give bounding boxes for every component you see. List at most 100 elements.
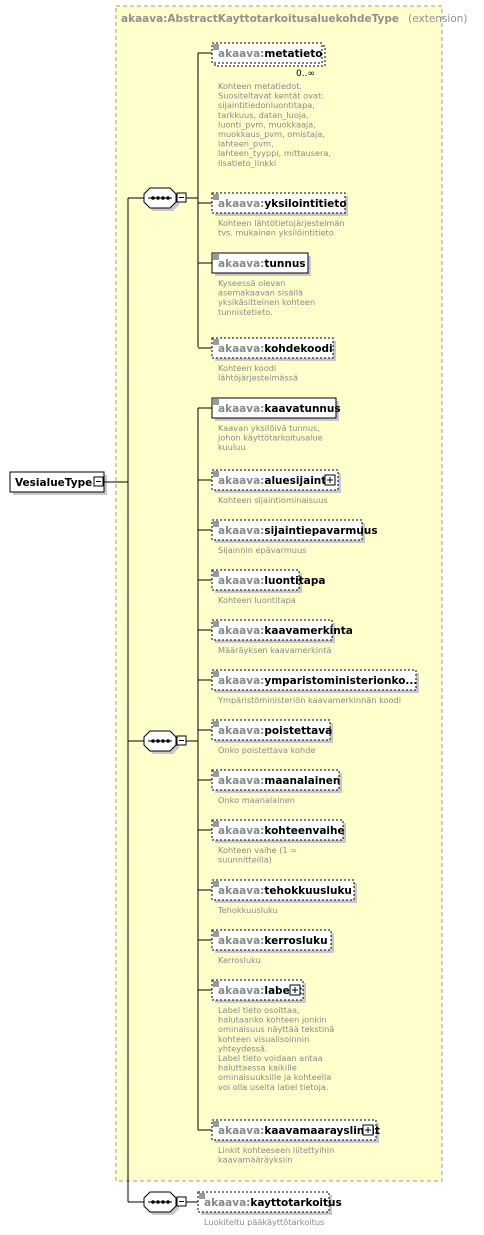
element-box <box>211 879 355 901</box>
element-name: luontitapa <box>264 575 325 587</box>
documentation-text: lähtöjärjestelmässä <box>218 373 298 383</box>
documentation-text: yhteydessä. <box>218 1043 268 1053</box>
documentation-text: Luokiteltu pääkäyttötarkoitus <box>204 1217 324 1227</box>
extension-label: (extension) <box>408 13 467 25</box>
occurrence-label: 0..∞ <box>296 69 315 79</box>
documentation-text: tarkkuus, datan_luoja, <box>218 110 309 120</box>
element-marker-icon <box>213 821 219 827</box>
element-box <box>211 519 363 541</box>
documentation-text: Kyseessä olevan <box>218 278 285 288</box>
element-label: akaava:kayttotarkoitus <box>204 1197 342 1209</box>
expand-icon[interactable] <box>362 1124 374 1136</box>
element-box <box>211 619 333 641</box>
element-label: akaava:ymparistoministerionko... <box>218 675 417 687</box>
element-label: akaava:poistettava <box>218 725 332 737</box>
namespace-prefix: akaava: <box>218 985 264 997</box>
element-marker-icon <box>199 1193 205 1199</box>
documentation-text: Label tieto voidaan antaa <box>218 1053 323 1063</box>
element-marker-icon <box>213 471 219 477</box>
documentation-text: haluttaessa kaikille <box>218 1063 297 1073</box>
documentation-text: ominaisuuksille ja kohteella <box>218 1072 331 1082</box>
element-marker-icon <box>213 339 219 345</box>
element-name: tunnus <box>264 258 305 270</box>
element-box <box>211 1119 377 1141</box>
documentation-text: kaavamääräyksiin <box>218 1155 292 1165</box>
element-label: akaava:kohdekoodi <box>218 343 333 355</box>
element-box <box>211 719 331 741</box>
element-box <box>211 469 339 491</box>
documentation-text: Sijainnin epävarmuus <box>218 545 306 555</box>
namespace-prefix: akaava: <box>218 403 264 415</box>
documentation-text: kohteen visualisoinnin <box>218 1034 309 1044</box>
element-name: ymparistoministerionko... <box>264 675 417 687</box>
element-marker-icon <box>213 521 219 527</box>
element-label: akaava:kaavamerkinta <box>218 625 353 637</box>
documentation-text: kuuluu <box>218 442 246 452</box>
element-label: akaava:kaavamaarayslinkit <box>218 1125 380 1137</box>
element-box <box>211 979 304 1001</box>
documentation-text: Kerrosluku <box>218 955 261 965</box>
namespace-prefix: akaava: <box>218 1125 264 1137</box>
element-marker-icon <box>213 931 219 937</box>
element-name: sijaintiepavarmuus <box>264 525 377 537</box>
element-name: kaavamerkinta <box>264 625 353 637</box>
documentation-text: voi olla useita label tietoja. <box>218 1082 329 1092</box>
expand-icon[interactable] <box>324 474 336 486</box>
documentation-text: lahteen_tyyppi, mittausera, <box>218 148 331 158</box>
documentation-text: tunnistetieto. <box>218 307 273 317</box>
documentation-text: Onko maanalainen <box>218 795 295 805</box>
element-box <box>211 929 332 951</box>
element-label: akaava:tunnus <box>218 258 306 270</box>
root-element-name: VesialueType <box>15 477 92 489</box>
element-label: akaava:kaavatunnus <box>218 403 341 415</box>
base-type-name: akaava:AbstractKayttotarkoitusaluekohdeT… <box>121 13 399 25</box>
element-label: akaava:maanalainen <box>218 775 340 787</box>
expand-icon[interactable] <box>289 984 301 996</box>
element-name: kaavatunnus <box>264 403 340 415</box>
element-name: tehokkuusluku <box>264 885 352 897</box>
root-element[interactable]: VesialueType <box>9 471 107 495</box>
element-marker-icon <box>213 621 219 627</box>
namespace-prefix: akaava: <box>218 725 264 737</box>
element-name: kohdekoodi <box>264 343 332 355</box>
documentation-text: Onko poistettava kohde <box>218 745 315 755</box>
documentation-text: Kohteen luontitapa <box>218 595 296 605</box>
element-label: akaava:labelit <box>218 985 302 997</box>
namespace-prefix: akaava: <box>218 825 264 837</box>
documentation-text: suunnitteilla) <box>218 855 272 865</box>
element-marker-icon <box>213 194 219 200</box>
element-box <box>211 819 344 841</box>
element-name: kayttotarkoitus <box>250 1197 341 1209</box>
documentation-text: ominaisuus näyttää tekstinä <box>218 1024 334 1034</box>
element-ymparistoministerionko[interactable]: akaava:ymparistoministerionko... Ympärist… <box>198 669 419 705</box>
namespace-prefix: akaava: <box>218 885 264 897</box>
namespace-prefix: akaava: <box>218 343 264 355</box>
element-name: yksilointitieto <box>264 198 346 210</box>
documentation-text: yksikäsitteinen kohteen <box>218 297 315 307</box>
element-name: kaavamaarayslinkit <box>264 1125 380 1137</box>
documentation-text: Suositeltavat kentät ovat: <box>218 91 324 101</box>
documentation-text: Label tieto osoittaa, <box>218 1005 300 1015</box>
element-label: akaava:kohteenvaihe <box>218 825 345 837</box>
documentation-text: lahteen_pvm, <box>218 139 274 149</box>
documentation-text: lisatieto_linkki <box>218 158 276 168</box>
documentation-text: Ympäristöministeriön kaavamerkinnän kood… <box>217 695 401 705</box>
documentation-text: asemakaavan sisällä <box>218 288 303 298</box>
